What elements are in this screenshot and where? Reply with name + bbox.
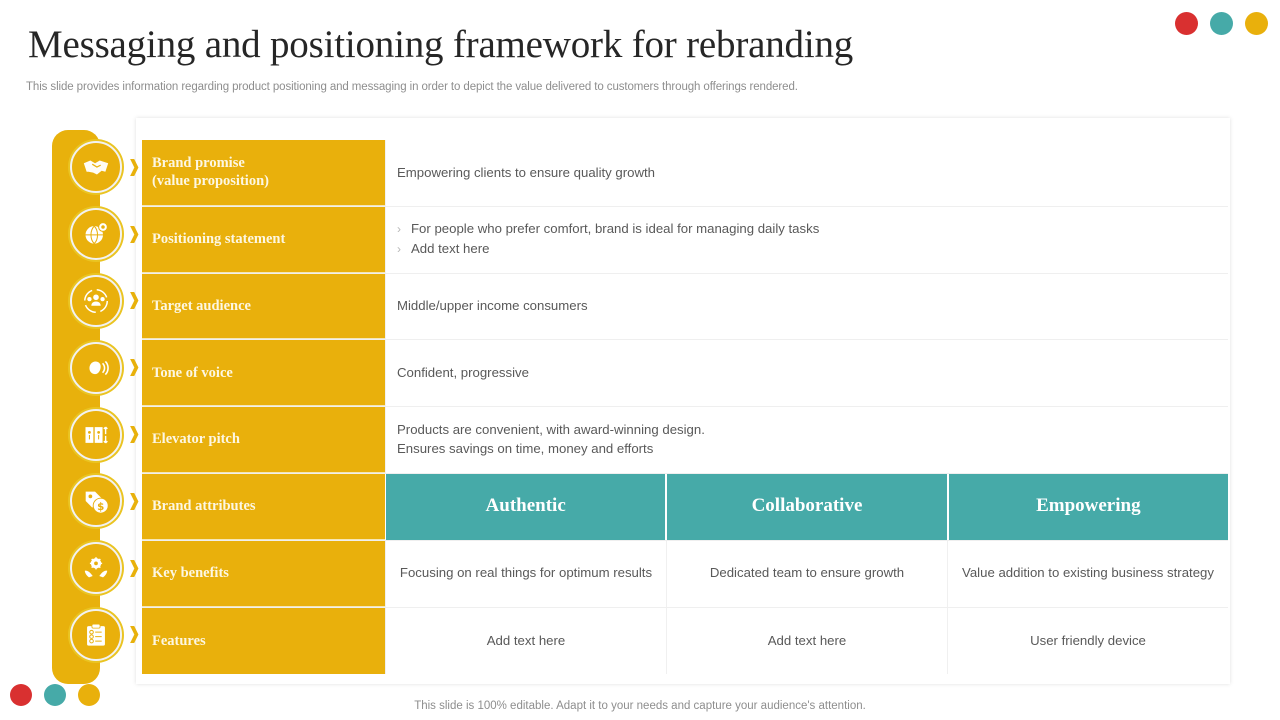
cell-key-benefits-collaborative: Dedicated team to ensure growth — [666, 540, 947, 607]
hands-gear-icon — [70, 542, 122, 595]
chevron-right-icon: ❱ — [127, 357, 142, 378]
decor-dot-teal — [1210, 12, 1233, 35]
bullet-list: › For people who prefer comfort, brand i… — [397, 220, 819, 259]
row-label-brand-attributes: Brand attributes — [142, 473, 385, 540]
cell-features-authentic: Add text here — [385, 607, 666, 675]
icon-slot-key-benefits: ❱ — [70, 535, 141, 602]
row-label-tone-of-voice: Tone of voice — [142, 340, 385, 407]
column-header-authentic: Authentic — [385, 473, 666, 540]
cell-key-benefits-empowering: Value addition to existing business stra… — [947, 540, 1228, 607]
globe-location-icon — [70, 208, 122, 261]
cell-features-empowering: User friendly device — [947, 607, 1228, 675]
chevron-right-icon: ❱ — [127, 624, 142, 645]
chevron-right-icon: ❱ — [127, 557, 142, 578]
row-content-tone-of-voice: Confident, progressive — [385, 340, 1228, 407]
handshake-icon — [70, 141, 122, 194]
row-label-features: Features — [142, 607, 385, 675]
list-item-label: Add text here — [411, 240, 490, 256]
row-label-key-benefits: Key benefits — [142, 540, 385, 607]
chevron-right-icon: ❱ — [127, 424, 142, 445]
list-item: › For people who prefer comfort, brand i… — [397, 220, 819, 239]
bullet-chevron-icon: › — [397, 241, 401, 256]
table-row: Elevator pitch Products are convenient, … — [142, 407, 1228, 474]
icon-slot-brand-attributes: $ ❱ — [70, 468, 141, 535]
table-row: Brand attributes Authentic Collaborative… — [142, 473, 1228, 541]
list-item-label: For people who prefer comfort, brand is … — [411, 220, 820, 236]
cell-key-benefits-authentic: Focusing on real things for optimum resu… — [385, 540, 666, 607]
row-content-elevator-pitch: Products are convenient, with award-winn… — [385, 407, 1228, 473]
list-item: › Add text here — [397, 240, 819, 259]
clipboard-checklist-icon — [70, 608, 122, 661]
svg-text:$: $ — [97, 501, 104, 513]
chevron-right-icon: ❱ — [127, 290, 142, 311]
cell-features-collaborative: Add text here — [666, 607, 947, 675]
features-row: Add text here Add text here User friendl… — [385, 607, 1228, 675]
decor-dot-teal — [44, 684, 66, 706]
price-tag-dollar-icon: $ — [70, 475, 122, 528]
decor-dot-red — [10, 684, 32, 706]
target-audience-icon — [70, 274, 122, 327]
table-row: Brand promise (value proposition) Empowe… — [142, 140, 1228, 207]
bullet-chevron-icon: › — [397, 221, 401, 236]
key-benefits-row: Focusing on real things for optimum resu… — [385, 540, 1228, 607]
column-header-empowering: Empowering — [946, 473, 1228, 540]
page-subtitle: This slide provides information regardin… — [26, 81, 798, 93]
row-content-line2: Ensures savings on time, money and effor… — [397, 441, 654, 457]
decor-dots-bottom-left — [10, 684, 100, 706]
chevron-right-icon: ❱ — [127, 490, 142, 511]
row-label-target-audience: Target audience — [142, 273, 385, 340]
row-label-line2: (value proposition) — [152, 173, 269, 190]
table-row: Features Add text here Add text here Use… — [142, 607, 1228, 675]
table-row: Tone of voice Confident, progressive — [142, 340, 1228, 408]
table-row: Target audience Middle/upper income cons… — [142, 273, 1228, 341]
icon-slot-positioning: ❱ — [70, 201, 141, 268]
chevron-right-icon: ❱ — [127, 223, 142, 244]
icon-column: ❱ ❱ ❱ — [70, 134, 141, 669]
row-content-line1: Products are convenient, with award-winn… — [397, 422, 705, 438]
icon-slot-tone-of-voice: ❱ — [70, 334, 141, 401]
decor-dot-yellow — [78, 684, 100, 706]
table-row: Positioning statement › For people who p… — [142, 206, 1228, 274]
decor-dot-red — [1175, 12, 1198, 35]
icon-slot-features: ❱ — [70, 602, 141, 669]
row-content-positioning-statement: › For people who prefer comfort, brand i… — [385, 206, 1228, 273]
row-content-target-audience: Middle/upper income consumers — [385, 273, 1228, 340]
icon-slot-target-audience: ❱ — [70, 268, 141, 335]
framework-grid: Brand promise (value proposition) Empowe… — [142, 140, 1228, 675]
row-content-brand-promise: Empowering clients to ensure quality gro… — [385, 140, 1228, 206]
icon-slot-elevator-pitch: ❱ — [70, 401, 141, 468]
elevator-icon — [70, 408, 122, 461]
footer-note: This slide is 100% editable. Adapt it to… — [414, 700, 866, 712]
chevron-right-icon: ❱ — [127, 156, 142, 177]
row-label-brand-promise: Brand promise (value proposition) — [142, 140, 385, 206]
decor-dots-top-right — [1175, 12, 1268, 35]
megaphone-voice-icon — [70, 341, 122, 394]
table-row: Key benefits Focusing on real things for… — [142, 540, 1228, 608]
page-title: Messaging and positioning framework for … — [28, 23, 854, 66]
row-label-elevator-pitch: Elevator pitch — [142, 407, 385, 473]
icon-slot-brand-promise: ❱ — [70, 134, 141, 201]
row-label-positioning-statement: Positioning statement — [142, 206, 385, 273]
decor-dot-yellow — [1245, 12, 1268, 35]
row-label-line1: Brand promise — [152, 154, 245, 171]
column-header-collaborative: Collaborative — [665, 473, 947, 540]
attribute-header-row: Authentic Collaborative Empowering — [385, 473, 1228, 540]
